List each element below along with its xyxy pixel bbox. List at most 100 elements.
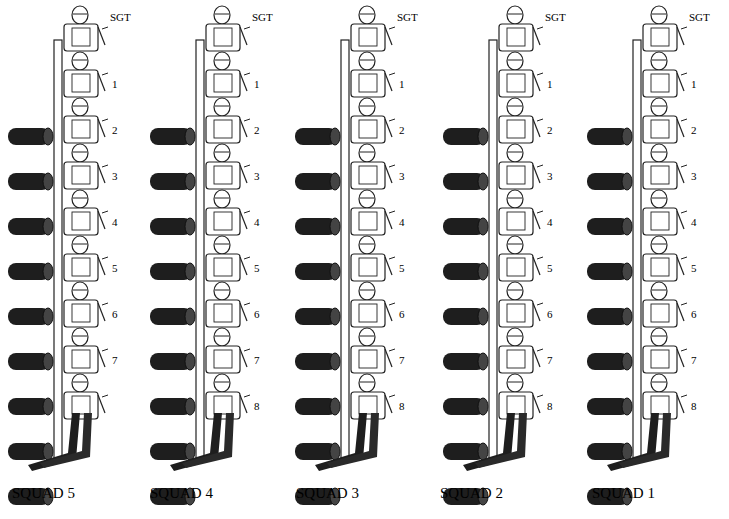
- soldier-body: [206, 346, 240, 373]
- bundle-end: [330, 443, 340, 460]
- helmet: [359, 52, 375, 70]
- helmet: [651, 374, 667, 392]
- rifle-tick: [389, 165, 395, 167]
- bench-rail: [633, 40, 641, 460]
- helmet-rim: [215, 198, 229, 199]
- parachute-pack: [214, 120, 232, 138]
- helmet-rim: [73, 382, 87, 383]
- position-number: 4: [691, 217, 697, 228]
- rifle-line: [533, 211, 540, 229]
- helmet: [214, 144, 230, 162]
- rifle-tick: [537, 73, 543, 75]
- rifle-tick: [389, 395, 395, 397]
- bundle-end: [185, 308, 195, 325]
- helmet-rim: [652, 152, 666, 153]
- soldier-body: [206, 254, 240, 281]
- helmet-rim: [215, 106, 229, 107]
- position-number: 2: [547, 125, 553, 136]
- parachute-pack: [72, 120, 90, 138]
- rank-label: SGT: [689, 12, 710, 23]
- rifle-line: [677, 303, 684, 321]
- rifle-line: [677, 119, 684, 137]
- soldier-body: [351, 24, 385, 51]
- soldier-body: [643, 346, 677, 373]
- parachute-pack: [72, 212, 90, 230]
- rifle-line: [240, 165, 247, 183]
- bundle-end: [330, 308, 340, 325]
- helmet: [651, 98, 667, 116]
- parachute-pack: [359, 304, 377, 322]
- helmet-rim: [652, 60, 666, 61]
- bundle-end: [622, 218, 632, 235]
- helmet-rim: [360, 290, 374, 291]
- helmet-rim: [360, 106, 374, 107]
- soldier-body: [206, 392, 240, 419]
- soldier-body: [499, 162, 533, 189]
- position-number: 3: [691, 171, 697, 182]
- position-number: 2: [112, 125, 118, 136]
- helmet-rim: [508, 106, 522, 107]
- position-number: 7: [547, 355, 553, 366]
- rifle-tick: [244, 349, 250, 351]
- bench-rail: [196, 40, 204, 460]
- rifle-tick: [244, 119, 250, 121]
- soldier-body: [643, 162, 677, 189]
- helmet-rim: [360, 336, 374, 337]
- rifle-tick: [537, 165, 543, 167]
- soldier-legs: [40, 413, 92, 468]
- parachute-pack: [651, 212, 669, 230]
- rifle-line: [677, 349, 684, 367]
- soldier-body: [351, 208, 385, 235]
- rifle-tick: [244, 27, 250, 29]
- squad-label: SQUAD 5: [12, 486, 75, 501]
- position-number: 2: [691, 125, 697, 136]
- rank-label: SGT: [110, 12, 131, 23]
- bundle-end: [330, 173, 340, 190]
- rifle-line: [98, 73, 105, 91]
- bundle-end: [43, 263, 53, 280]
- soldier-body: [643, 392, 677, 419]
- soldier-body: [206, 70, 240, 97]
- parachute-pack: [507, 350, 525, 368]
- bundle-end: [622, 128, 632, 145]
- parachute-pack: [359, 350, 377, 368]
- helmet: [507, 236, 523, 254]
- position-number: 8: [547, 401, 553, 412]
- helmet: [72, 6, 88, 24]
- position-number: 4: [112, 217, 118, 228]
- helmet: [214, 236, 230, 254]
- position-number: 6: [254, 309, 260, 320]
- soldier-body: [643, 70, 677, 97]
- rifle-line: [385, 211, 392, 229]
- helmet-rim: [73, 244, 87, 245]
- rifle-line: [533, 119, 540, 137]
- helmet-rim: [73, 290, 87, 291]
- helmet: [214, 374, 230, 392]
- position-number: 7: [691, 355, 697, 366]
- bundle-end: [478, 173, 488, 190]
- helmet: [359, 98, 375, 116]
- soldier-body: [499, 254, 533, 281]
- parachute-pack: [507, 74, 525, 92]
- bundle-end: [185, 128, 195, 145]
- helmet-rim: [508, 198, 522, 199]
- parachute-pack: [507, 396, 525, 414]
- position-number: 1: [547, 79, 553, 90]
- bundle-end: [622, 398, 632, 415]
- helmet: [72, 190, 88, 208]
- soldier-body: [64, 162, 98, 189]
- helmet-rim: [508, 60, 522, 61]
- soldier-body: [206, 162, 240, 189]
- rifle-line: [677, 395, 684, 413]
- position-number: 7: [112, 355, 118, 366]
- helmet-rim: [215, 382, 229, 383]
- helmet-rim: [508, 244, 522, 245]
- position-number: 1: [399, 79, 405, 90]
- soldier-body: [499, 346, 533, 373]
- soldier-body: [206, 24, 240, 51]
- bundle-end: [478, 308, 488, 325]
- helmet: [651, 52, 667, 70]
- helmet: [507, 144, 523, 162]
- bundle-end: [478, 398, 488, 415]
- rifle-tick: [537, 303, 543, 305]
